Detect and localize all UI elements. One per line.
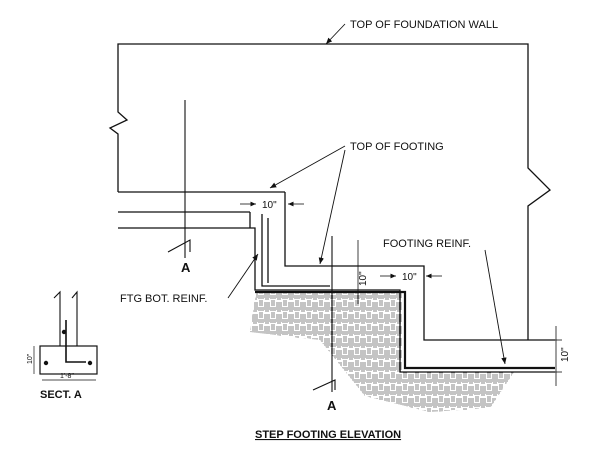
section-dim-height: 10" (27, 353, 34, 364)
dim-footing-depth (550, 326, 562, 386)
rebar-dot (61, 329, 67, 335)
label-ftg-bot-reinf: FTG BOT. REINF. (120, 293, 207, 305)
drawing-title: STEP FOOTING ELEVATION (255, 429, 401, 441)
label-top-of-footing: TOP OF FOOTING (350, 141, 444, 153)
dim-label-footing-depth: 10" (560, 347, 571, 362)
soil-hatch (250, 293, 514, 412)
foundation-wall-outline (108, 43, 555, 373)
label-footing-reinf: FOOTING REINF. (383, 238, 471, 250)
rebar-dot (87, 360, 93, 366)
section-dim-width: 1'-8" (60, 373, 74, 380)
section-marker-bottom: A (327, 398, 337, 413)
section-cut-left (167, 100, 191, 258)
dim-step-height (352, 240, 364, 304)
section-cut-bottom (312, 236, 336, 392)
section-title: SECT. A (40, 389, 82, 401)
label-top-of-foundation-wall: TOP OF FOUNDATION WALL (350, 19, 498, 31)
dim-label-lower-step-width: 10" (402, 272, 417, 283)
section-marker-left: A (181, 260, 191, 275)
dim-label-upper-step-width: 10" (262, 200, 277, 211)
dim-label-step-height: 10" (358, 271, 369, 286)
rebar-dot (43, 360, 49, 366)
section-a-detail (33, 290, 98, 381)
leader-lines (227, 23, 507, 365)
